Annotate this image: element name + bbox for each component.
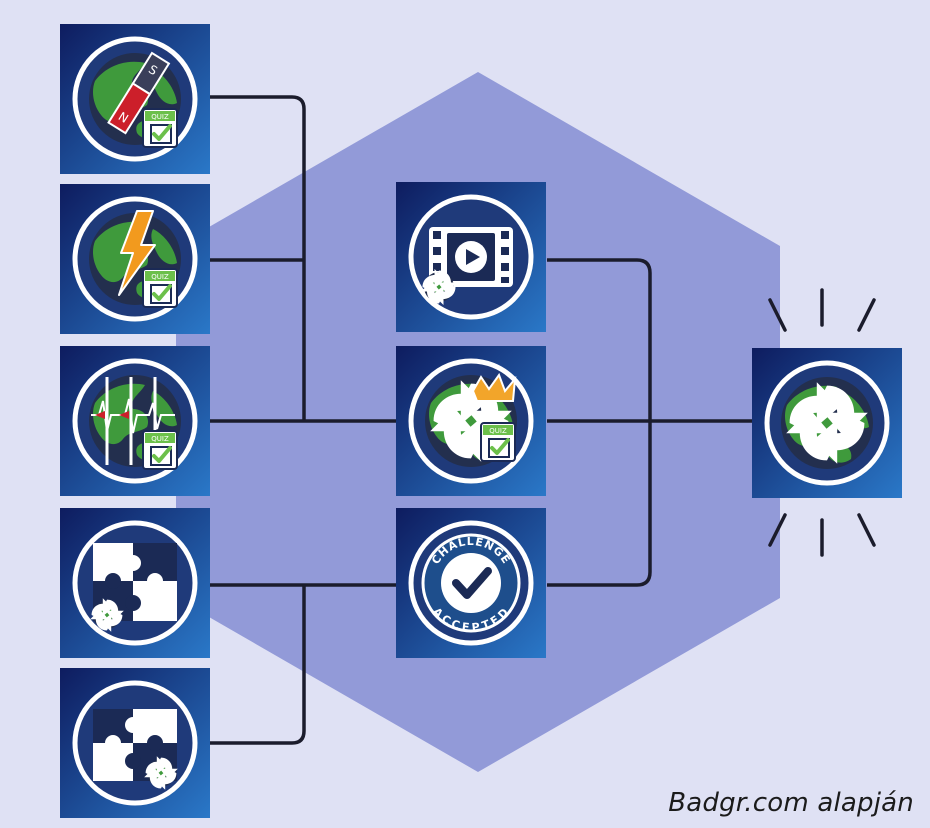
puzzle-arrows-icon xyxy=(93,709,178,790)
globe-cycle-arrows-icon xyxy=(781,377,873,469)
badge-magnet-quiz[interactable]: S N QUIZ xyxy=(60,24,210,174)
badge-crown-quiz[interactable]: QUIZ xyxy=(396,346,546,496)
shine-rays xyxy=(768,288,876,557)
badge-puzzle-b[interactable] xyxy=(60,668,210,818)
connector-puzzle-b xyxy=(210,585,306,745)
badge-lightning-quiz[interactable]: QUIZ xyxy=(60,184,210,334)
svg-text:QUIZ: QUIZ xyxy=(489,427,507,435)
svg-text:QUIZ: QUIZ xyxy=(151,435,169,443)
badge-final[interactable] xyxy=(752,348,902,498)
puzzle-arrows-icon xyxy=(90,543,177,632)
badge-video[interactable] xyxy=(396,182,546,332)
video-play-arrows-icon xyxy=(421,227,513,305)
connector-magnet xyxy=(210,95,306,421)
connector-video xyxy=(547,258,652,587)
svg-text:QUIZ: QUIZ xyxy=(151,273,169,281)
seismograph-globe-quiz-icon: QUIZ xyxy=(89,375,181,471)
credit-text: Badgr.com alapján xyxy=(668,788,914,818)
lightning-globe-quiz-icon: QUIZ xyxy=(89,210,181,309)
badge-challenge-accepted[interactable]: CHALLENGE ACCEPTED xyxy=(396,508,546,658)
badge-seismograph-quiz[interactable]: QUIZ xyxy=(60,346,210,496)
badge-puzzle-a[interactable] xyxy=(60,508,210,658)
magnet-globe-quiz-icon: S N QUIZ xyxy=(89,51,181,149)
svg-text:QUIZ: QUIZ xyxy=(151,113,169,121)
connector-lines xyxy=(210,95,752,745)
challenge-accepted-checkmark-icon: CHALLENGE ACCEPTED xyxy=(421,533,521,634)
crown-cycle-quiz-icon: QUIZ xyxy=(425,372,517,467)
